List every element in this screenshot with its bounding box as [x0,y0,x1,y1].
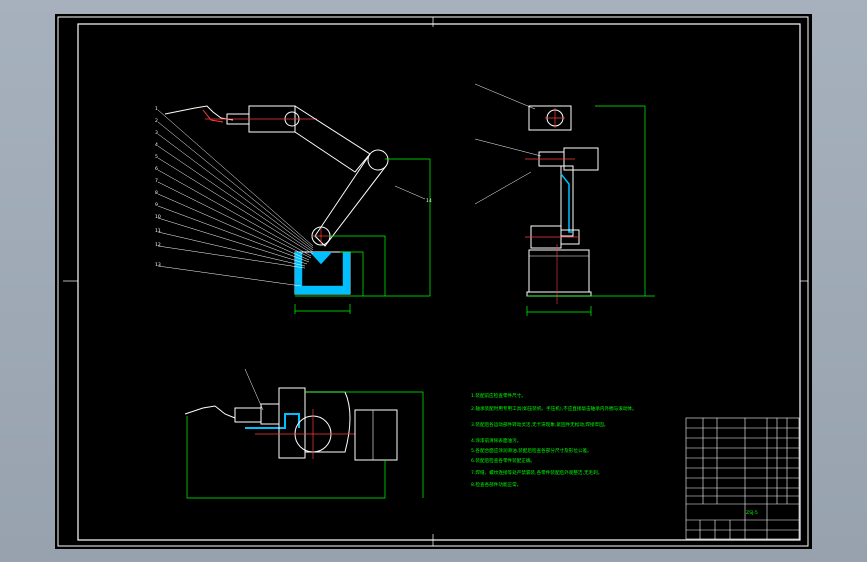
tech-note: 3.装配后各运动部件转动灵活,无卡滞现象,紧固件无松动,焊接牢固。 [471,421,608,428]
svg-text:7: 7 [155,178,158,184]
svg-text:13: 13 [155,262,161,268]
tech-note: 1.装配前应检查零件尺寸。 [471,392,526,399]
svg-text:9: 9 [155,202,158,208]
tech-note: 7.焊缝、螺纹连接等处严禁漏装,各零件装配后外观整洁,无毛刺。 [471,469,602,476]
svg-text:8: 8 [155,190,158,196]
svg-text:1: 1 [155,106,158,112]
tech-note: 6.装配后检查各零件装配正确。 [471,457,535,464]
tech-note: 8.检查各部件功能正常。 [471,481,521,488]
top-view [184,368,424,499]
inner-frame [77,23,801,541]
title-block [685,417,800,540]
title-block-label: ZSJ-5 [746,510,758,516]
svg-text:14: 14 [426,198,432,204]
svg-text:3: 3 [155,130,158,136]
svg-text:12: 12 [155,242,161,248]
svg-text:6: 6 [155,166,158,172]
svg-text:11: 11 [155,228,161,234]
tech-note: 4.涂漆前清除表面油污。 [471,437,521,444]
svg-text:10: 10 [155,214,161,220]
svg-text:2: 2 [155,118,158,124]
tech-note: 5.各配合面应涂润滑油,装配后检查各部分尺寸及形位公差。 [471,447,592,454]
side-view [474,83,655,316]
tech-note: 2.轴承装配时用专用工具(如压装机、手压机),不应直接敲击轴承内外圈与滚动体。 [471,405,637,412]
svg-text:5: 5 [155,154,158,160]
outer-frame [57,16,809,547]
svg-text:4: 4 [155,142,158,148]
technical-notes: 1.装配前应检查零件尺寸。 2.轴承装配时用专用工具(如压装机、手压机),不应直… [471,392,637,488]
